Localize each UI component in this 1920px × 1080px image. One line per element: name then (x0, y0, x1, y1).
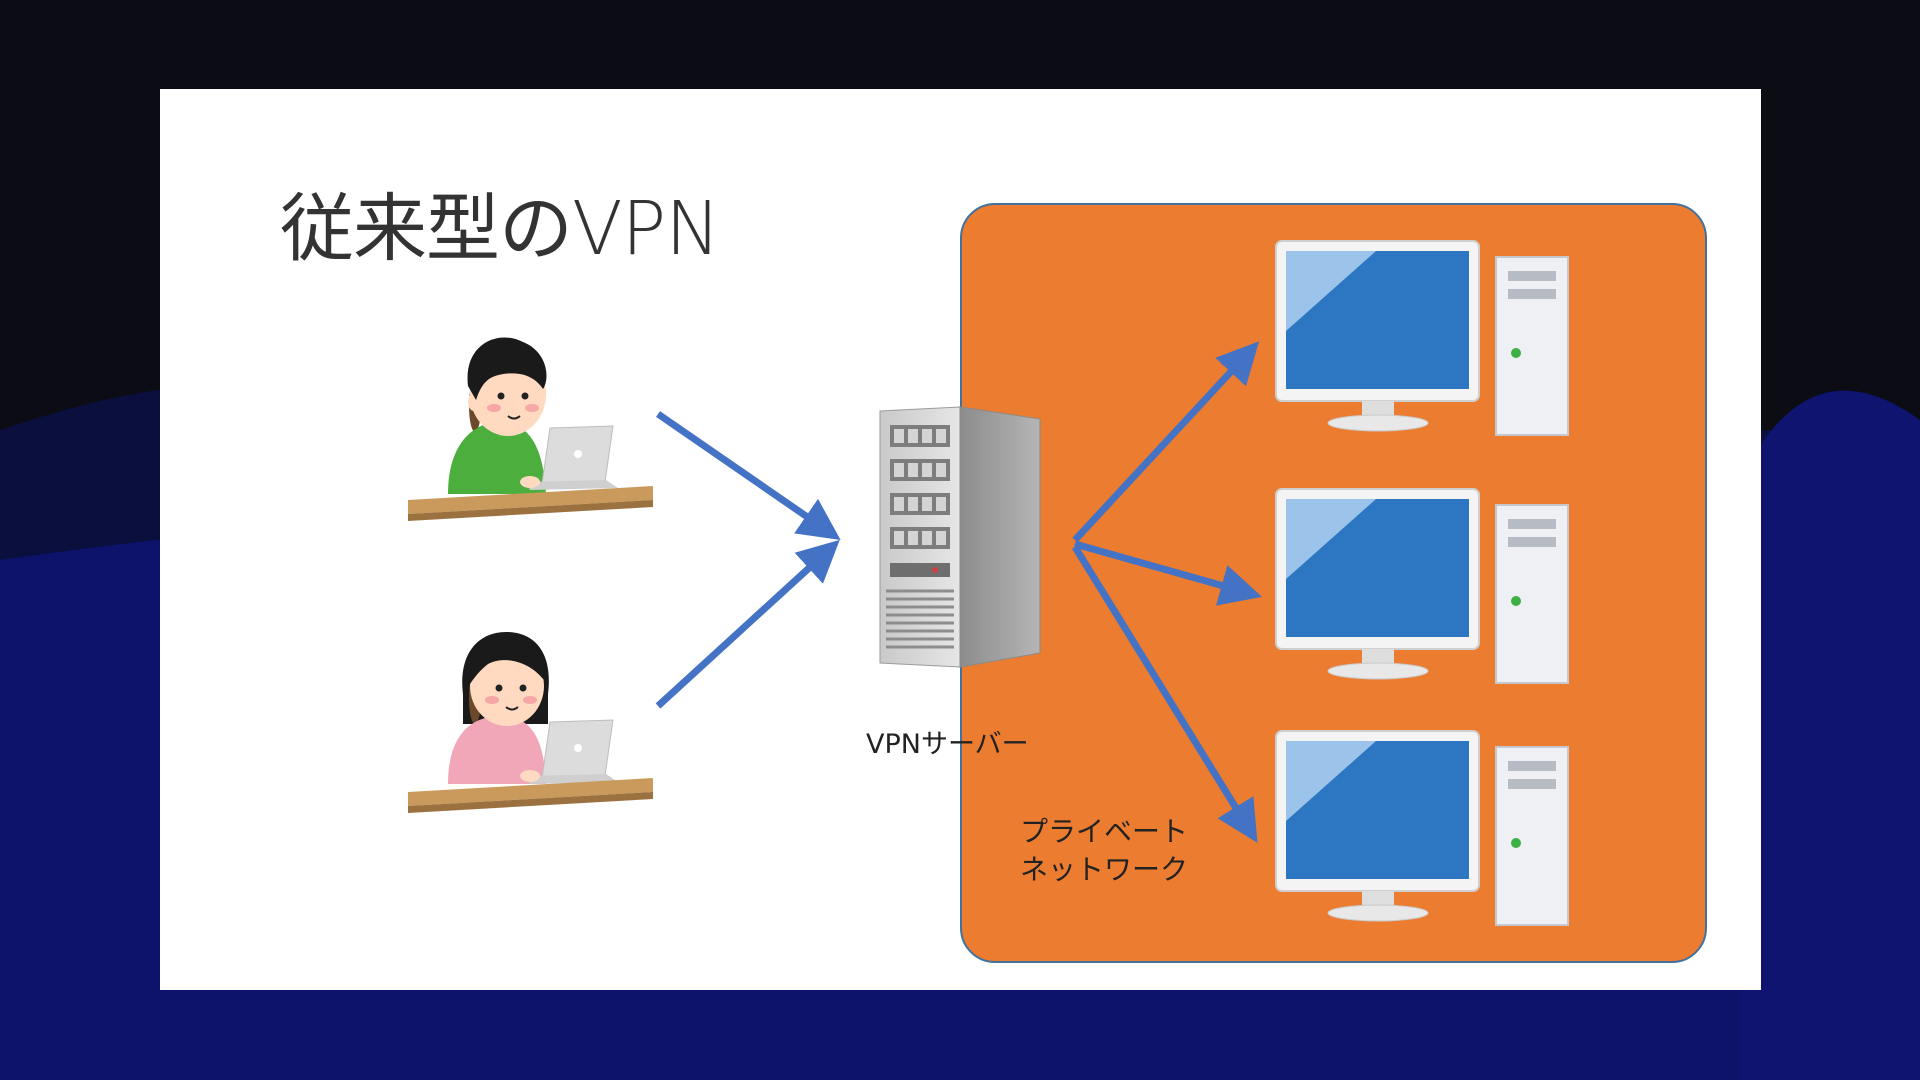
private-network-label-line1: プライベート (1020, 815, 1189, 848)
wave-layer-right (1740, 390, 1920, 1080)
female-user-with-laptop (408, 632, 653, 813)
male-user-with-laptop (408, 337, 653, 521)
slide-title: 従来型のVPN (280, 186, 721, 272)
private-network-label-line2: ネットワーク (1020, 853, 1189, 886)
arrow-server-to-pc2 (1074, 540, 1263, 606)
arrow-user2-to-server (655, 539, 840, 709)
desktop-pc-icon (1275, 488, 1569, 684)
private-network-label: プライベート ネットワーク (1020, 813, 1188, 889)
diagram-canvas (408, 203, 1707, 963)
presentation-slide: 従来型のVPN VPNサーバー プライベート ネットワーク (160, 89, 1761, 990)
arrow-user1-to-server (656, 411, 841, 540)
arrow-server-to-pc1 (1072, 341, 1260, 543)
desktop-pc-icon (1275, 240, 1569, 436)
arrow-server-to-pc3 (1072, 545, 1258, 843)
desktop-pc-icon (1275, 730, 1569, 926)
server-tower-icon (879, 406, 1041, 668)
vpn-server-label: VPNサーバー (866, 729, 1029, 760)
